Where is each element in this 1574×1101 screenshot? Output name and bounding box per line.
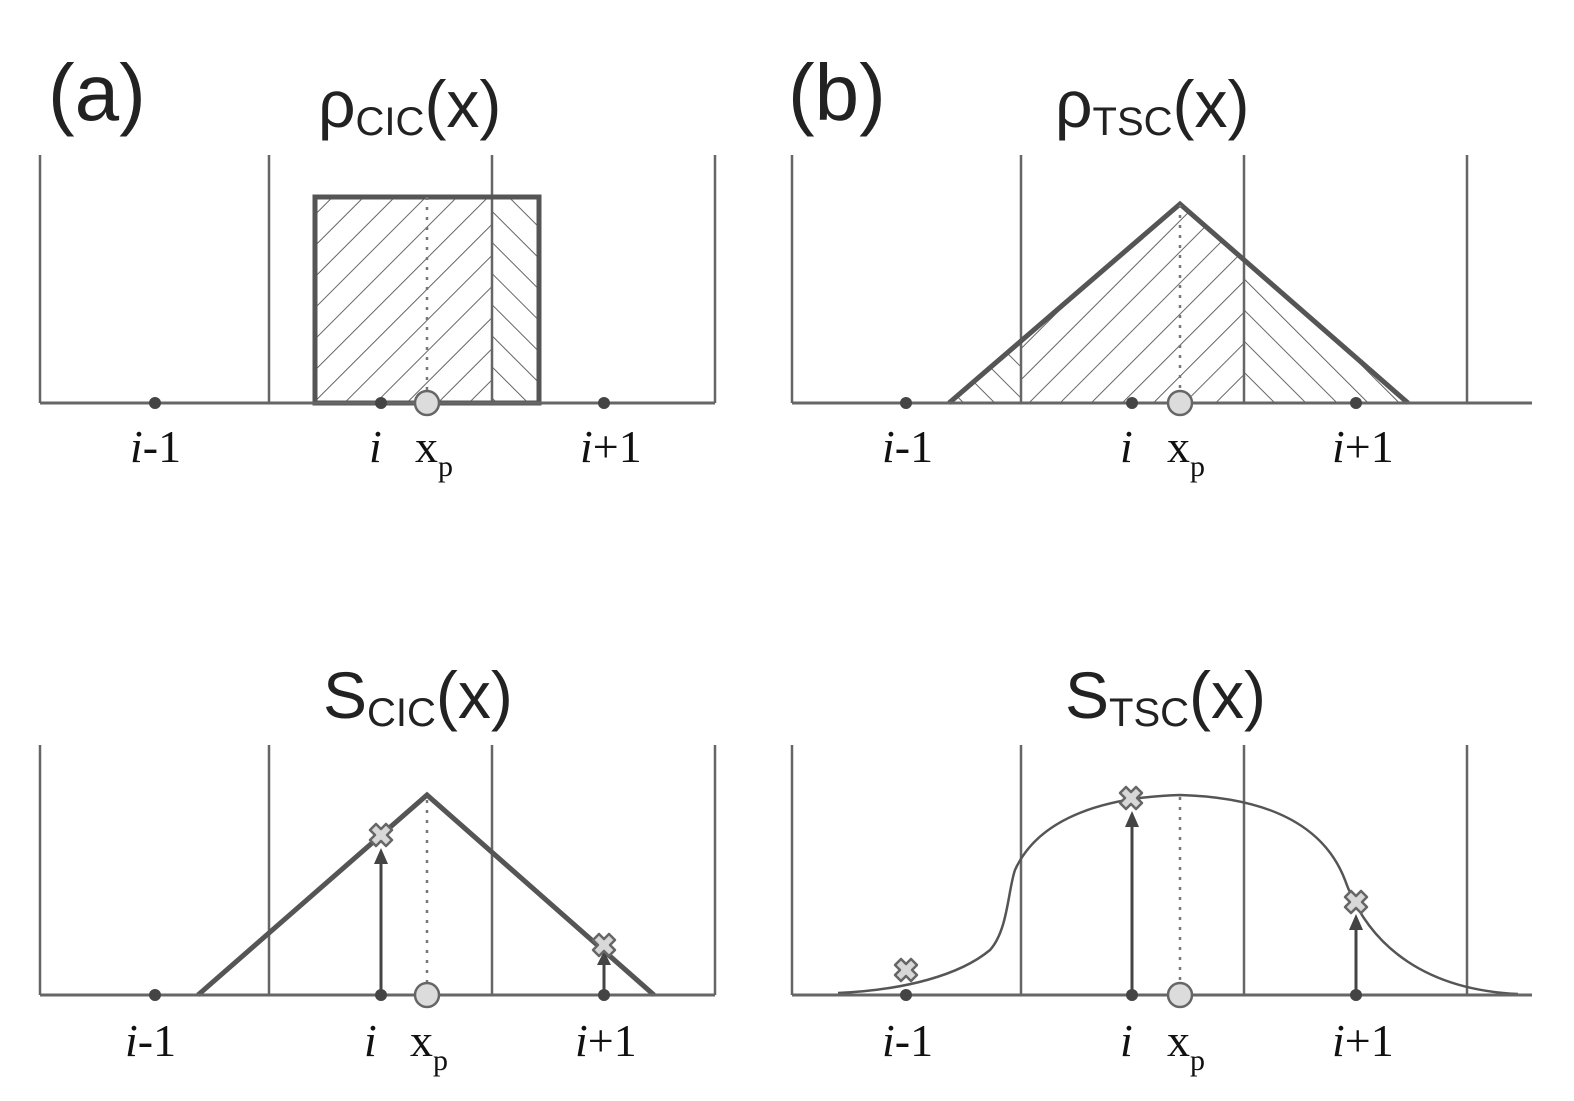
- tick-label-i-minus-1: i-1: [125, 1015, 176, 1066]
- s-tsc-title: STSC(x): [1065, 658, 1266, 735]
- s-cic-title: SCIC(x): [323, 658, 513, 735]
- tsc-density-triangle: [947, 200, 1410, 405]
- cic-hatch: [315, 197, 539, 403]
- cic-shape-function: [196, 791, 656, 997]
- grid-node-i-plus-1: [1350, 397, 1362, 409]
- grid-node-i: [375, 397, 387, 409]
- tick-label-i-plus-1: i+1: [575, 1015, 637, 1066]
- tick-label-xp: xp: [415, 421, 453, 483]
- rho-cic-title: ρCIC(x): [318, 67, 501, 144]
- tick-label-xp: xp: [410, 1015, 448, 1077]
- panel-b-bottom: STSC(x) i-1 i xp i+1: [790, 658, 1532, 1077]
- arrowhead: [597, 951, 611, 965]
- grid-node-i: [375, 989, 387, 1001]
- panel-a-top: (a) ρCIC(x) i-1 i xp i+1: [38, 48, 717, 483]
- grid-node-i-plus-1: [1350, 989, 1362, 1001]
- tick-label-i: i: [1120, 1015, 1133, 1066]
- arrowhead: [1349, 914, 1363, 930]
- grid-node-i-plus-1: [598, 397, 610, 409]
- tick-label-i: i: [369, 421, 382, 472]
- particle-marker: [413, 389, 441, 417]
- tick-label-i-minus-1: i-1: [130, 421, 181, 472]
- tick-label-xp: xp: [1167, 1015, 1205, 1077]
- grid-node-i: [1126, 989, 1138, 1001]
- particle-marker: [1166, 981, 1194, 1009]
- grid-node-i-minus-1: [900, 397, 912, 409]
- grid-node-i-minus-1: [149, 989, 161, 1001]
- tick-label-xp: xp: [1167, 421, 1205, 483]
- sample-x-marker: [1118, 785, 1144, 811]
- tick-label-i: i: [1120, 421, 1133, 472]
- tick-label-i-plus-1: i+1: [1332, 1015, 1394, 1066]
- sample-x-marker: [893, 957, 919, 983]
- grid-node-i-plus-1: [598, 989, 610, 1001]
- arrowhead: [1125, 811, 1139, 827]
- particle-marker: [413, 981, 441, 1009]
- grid-node-i: [1126, 397, 1138, 409]
- tsc-hatch: [949, 204, 1408, 403]
- sample-x-marker: [368, 822, 394, 848]
- tsc-shape-function: [837, 793, 1519, 996]
- tick-label-i-plus-1: i+1: [580, 421, 642, 472]
- panel-b-label: (b): [788, 48, 886, 137]
- panel-a-label: (a): [48, 48, 146, 137]
- grid-node-i-minus-1: [149, 397, 161, 409]
- tick-label-i-plus-1: i+1: [1332, 421, 1394, 472]
- sample-x-marker: [1343, 889, 1369, 915]
- panel-b-top: (b) ρTSC(x) i-1 i xp i+1: [788, 48, 1532, 483]
- rho-tsc-title: ρTSC(x): [1055, 67, 1250, 144]
- arrowhead: [374, 848, 388, 864]
- tick-label-i-minus-1: i-1: [882, 1015, 933, 1066]
- grid-node-i-minus-1: [900, 989, 912, 1001]
- panel-a-bottom: SCIC(x) i-1 i xp i+1: [38, 658, 717, 1077]
- sample-x-marker: [591, 932, 617, 958]
- tick-label-i: i: [364, 1015, 377, 1066]
- particle-marker: [1166, 389, 1194, 417]
- tick-label-i-minus-1: i-1: [882, 421, 933, 472]
